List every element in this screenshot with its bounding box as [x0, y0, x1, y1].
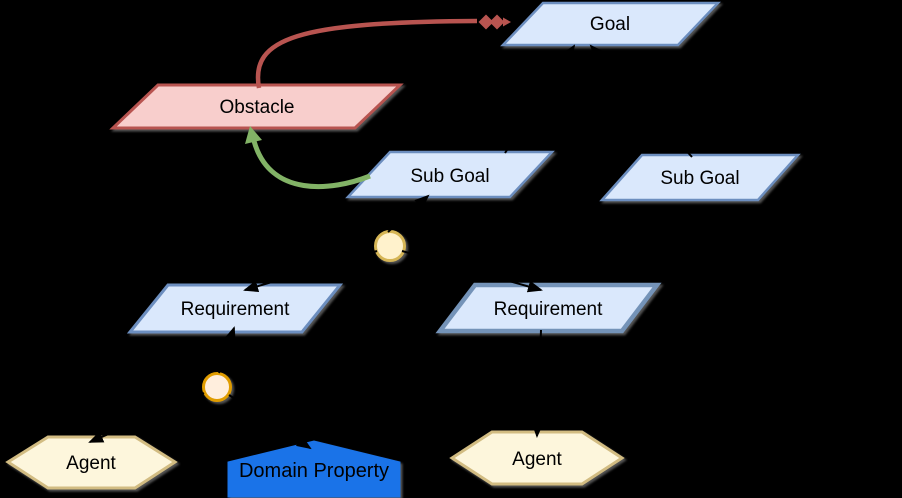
and-junction-upper[interactable]	[374, 230, 406, 262]
obstacle-node[interactable]	[109, 83, 404, 130]
requirement-right-node[interactable]	[435, 282, 662, 334]
subgoal-left-label: Sub Goal	[410, 166, 489, 187]
refinement-edge-subgoal-right-to-goal[interactable]	[589, 44, 693, 158]
resolution-edge[interactable]	[245, 126, 371, 190]
agent-right-node[interactable]	[449, 430, 625, 486]
refinement-edge-junction-to-requirement-left[interactable]	[243, 250, 378, 293]
goal-label: Goal	[590, 14, 630, 35]
refinement-edge-subgoal-left-to-goal[interactable]	[504, 44, 576, 154]
agent-right-label: Agent	[512, 449, 562, 470]
assignment-edge-junction-to-domain-property[interactable]	[228, 394, 312, 450]
obstruction-curve[interactable]	[255, 18, 478, 89]
assignment-edge-junction-to-agent-left[interactable]	[88, 392, 205, 443]
obstruction-arrowhead-icon	[503, 17, 511, 27]
refinement-edge-junction-to-requirement-right[interactable]	[401, 250, 543, 293]
requirement-left-label: Requirement	[181, 299, 290, 320]
obstacle-label: Obstacle	[220, 97, 295, 118]
and-junction-lower[interactable]	[202, 372, 232, 402]
resolution-curve[interactable]	[251, 140, 371, 190]
resolution-arrowhead-icon	[245, 126, 262, 144]
requirement-right-label: Requirement	[494, 299, 603, 320]
obstruction-diamond-icon	[489, 14, 505, 30]
assignment-edge-requirement-to-agent-right[interactable]	[531, 329, 544, 438]
agent-left-label: Agent	[66, 453, 116, 474]
subgoal-right-label: Sub Goal	[660, 168, 739, 189]
obstruction-diamond-icon	[478, 14, 494, 30]
subgoal-left-node[interactable]	[345, 150, 555, 199]
requirement-left-node[interactable]	[126, 283, 344, 334]
domain-property-node[interactable]	[227, 440, 401, 498]
obstruction-edge[interactable]	[255, 14, 511, 89]
domain-property-label: Domain Property	[239, 460, 389, 482]
agent-left-node[interactable]	[5, 435, 178, 490]
subgoal-right-node[interactable]	[599, 153, 801, 202]
refinement-edge-junction-to-subgoal-left[interactable]	[387, 194, 430, 233]
goal-node[interactable]	[500, 1, 721, 47]
refinement-edge-junction-to-requirement-bottom[interactable]	[218, 326, 236, 374]
